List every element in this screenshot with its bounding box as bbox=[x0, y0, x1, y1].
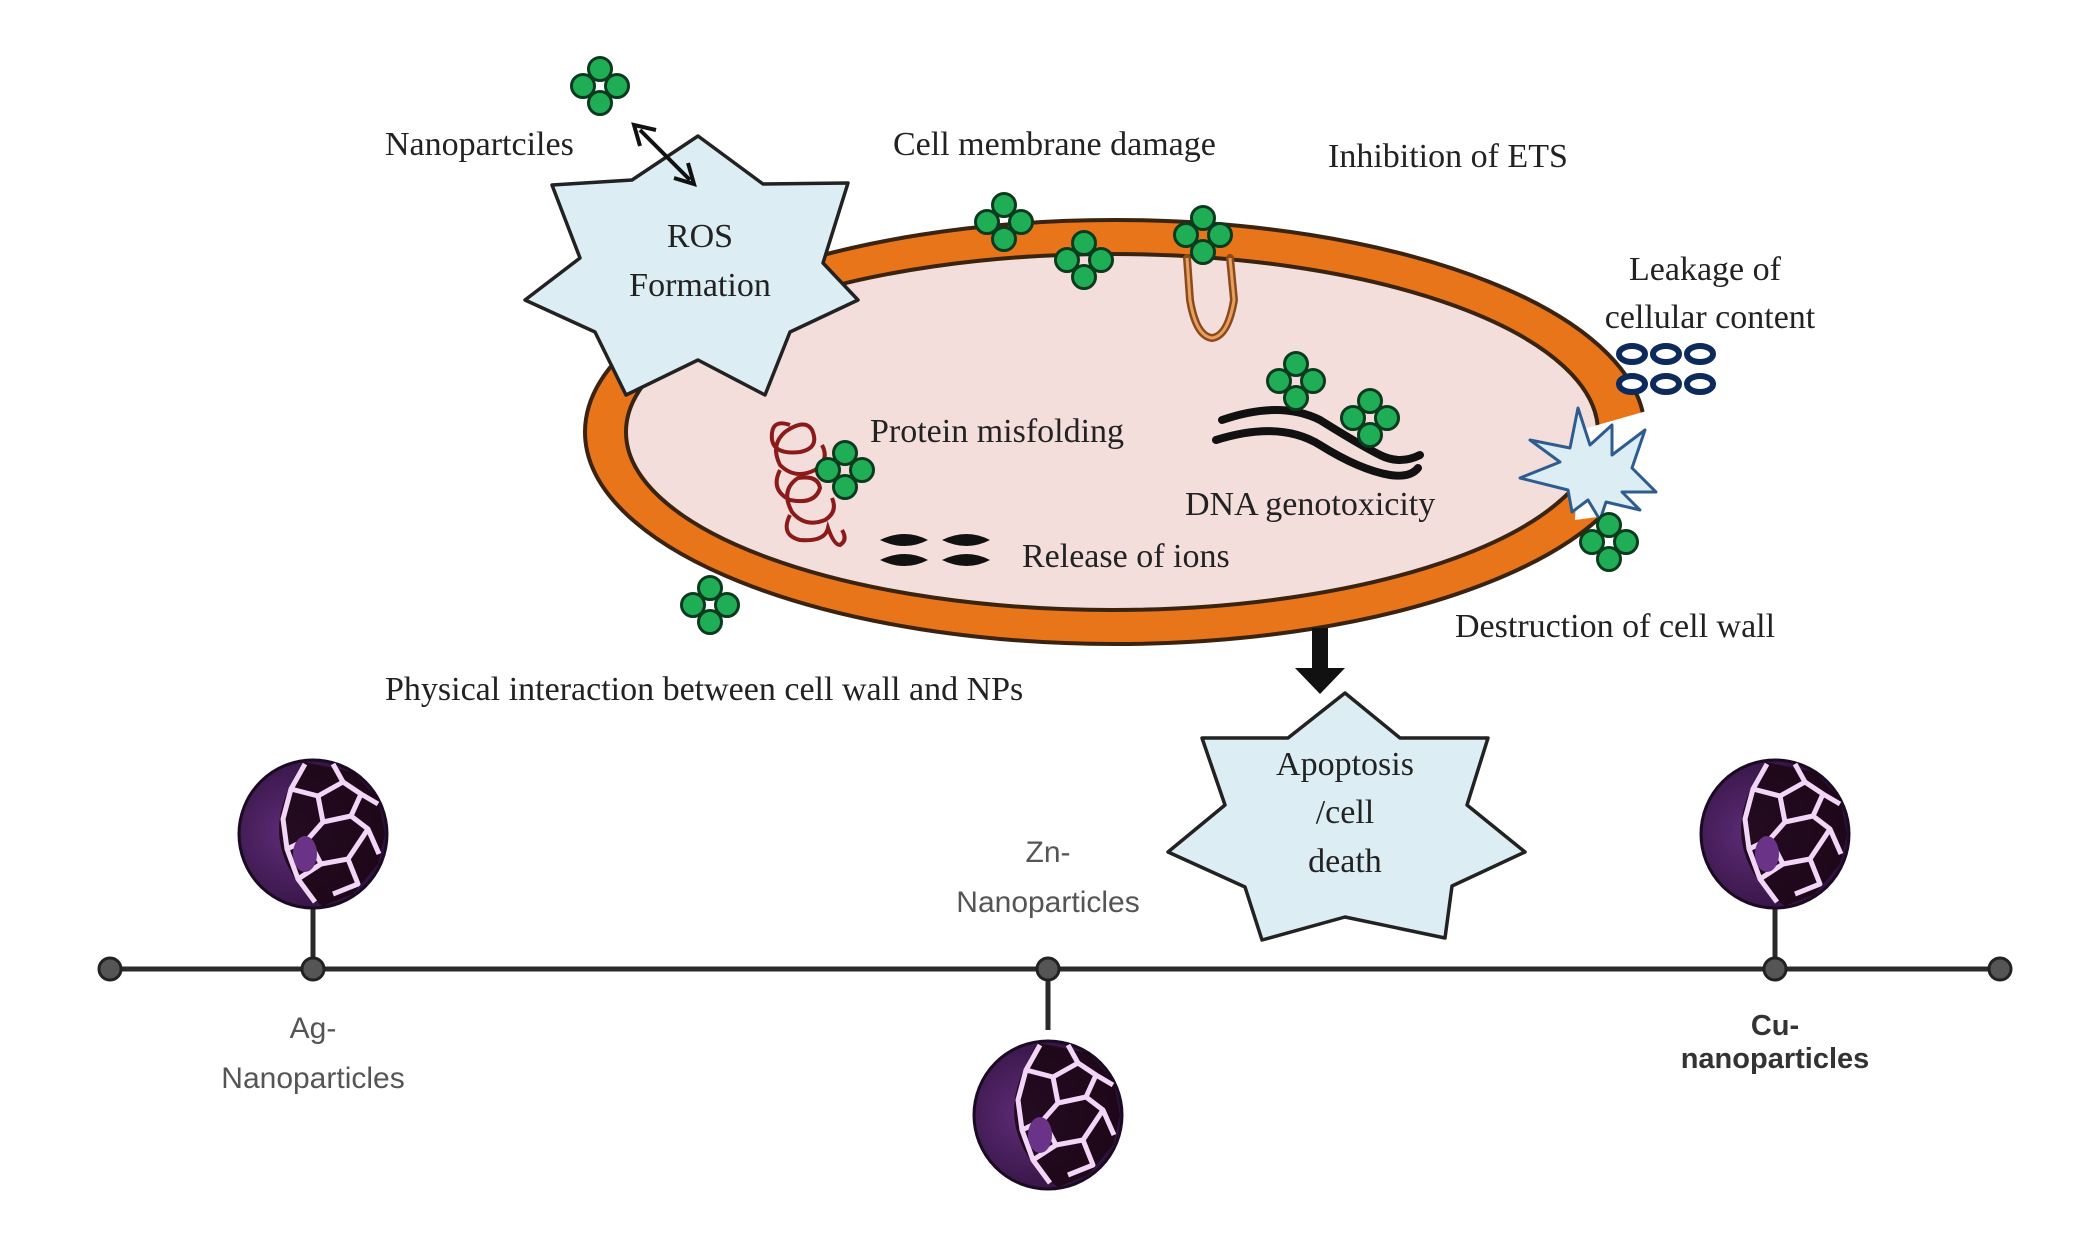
ros-label-line2: Formation bbox=[629, 267, 771, 304]
apoptosis-star: Apoptosis /cell death bbox=[1166, 691, 1527, 942]
timeline-end-dot bbox=[1987, 956, 2013, 982]
timeline: Ag- Nanoparticles Zn- Nanoparticles Cu- … bbox=[97, 760, 2013, 1189]
release-of-ions-label: Release of ions bbox=[1022, 538, 1230, 575]
timeline-item-ag[interactable]: Ag- Nanoparticles bbox=[221, 760, 405, 1095]
bacterial-cell bbox=[583, 218, 1650, 646]
ros-formation-star: ROS Formation bbox=[523, 134, 860, 397]
nanoparticle-cluster-icon bbox=[680, 575, 740, 635]
double-arrow-icon bbox=[631, 122, 697, 187]
leaked-content-icon bbox=[1616, 343, 1716, 395]
cu-label-line1: Cu- bbox=[1751, 1010, 1799, 1042]
ros-label-line1: ROS bbox=[667, 218, 733, 255]
apoptosis-label-line1: Apoptosis bbox=[1276, 746, 1414, 783]
cell-wall-burst-icon bbox=[1518, 406, 1658, 522]
ions-icon bbox=[880, 534, 990, 566]
ros-star-shape bbox=[523, 134, 860, 397]
leakage-label-line1: Leakage of bbox=[1629, 251, 1782, 288]
physical-interaction-label: Physical interaction between cell wall a… bbox=[385, 671, 1023, 708]
timeline-node bbox=[300, 956, 326, 982]
timeline-start-dot bbox=[97, 956, 123, 982]
dna-genotoxicity-label: DNA genotoxicity bbox=[1185, 486, 1435, 523]
down-arrow-icon bbox=[1295, 628, 1345, 694]
cell-membrane-damage-label: Cell membrane damage bbox=[893, 126, 1216, 163]
zn-label-line2: Nanoparticles bbox=[956, 886, 1139, 919]
cu-label-line2: nanoparticles bbox=[1681, 1043, 1870, 1075]
nanoparticles-label: Nanopartciles bbox=[385, 126, 574, 163]
timeline-item-zn[interactable]: Zn- Nanoparticles bbox=[956, 836, 1140, 1189]
inhibition-ets-label: Inhibition of ETS bbox=[1328, 138, 1568, 175]
apoptosis-label-line2: /cell bbox=[1316, 794, 1375, 831]
cu-nanoparticle-sphere-icon bbox=[1701, 760, 1849, 908]
misfolded-protein-icon bbox=[769, 421, 847, 548]
zn-nanoparticle-sphere-icon bbox=[974, 1041, 1122, 1189]
zn-label-line1: Zn- bbox=[1026, 836, 1071, 869]
timeline-item-cu[interactable]: Cu- nanoparticles bbox=[1681, 760, 1870, 1075]
apoptosis-star-shape bbox=[1166, 691, 1527, 942]
timeline-node bbox=[1762, 956, 1788, 982]
destruction-cell-wall-label: Destruction of cell wall bbox=[1455, 608, 1775, 645]
dna-strand-icon bbox=[1212, 406, 1424, 480]
ag-label-line1: Ag- bbox=[290, 1012, 337, 1045]
ag-label-line2: Nanoparticles bbox=[221, 1062, 404, 1095]
timeline-node bbox=[1035, 956, 1061, 982]
ag-nanoparticle-sphere-icon bbox=[239, 760, 387, 908]
leakage-label-line2: cellular content bbox=[1605, 299, 1816, 336]
nanoparticle-cluster-icon bbox=[570, 56, 630, 116]
protein-misfolding-label: Protein misfolding bbox=[870, 413, 1124, 450]
apoptosis-label-line3: death bbox=[1308, 843, 1382, 880]
